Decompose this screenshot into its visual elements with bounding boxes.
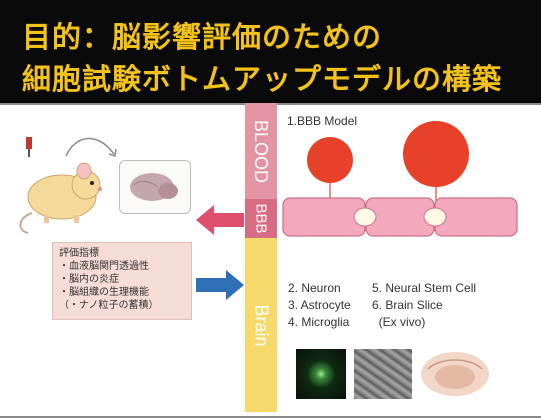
mouse-leg-back: [44, 215, 49, 223]
evaluation-item: ・血液脳関門透過性: [59, 260, 191, 273]
bbb-label: BBB: [252, 203, 269, 233]
astrocyte-micrograph-image: [354, 349, 412, 399]
endothelial-cell-1: [283, 198, 365, 236]
list-item: 6. Brain Slice: [372, 297, 476, 314]
bbb-model-diagram: [278, 110, 541, 250]
bbb-compartment-bar: BBB: [245, 199, 277, 238]
brain-label: Brain: [251, 304, 272, 346]
mouse-leg-front: [74, 215, 79, 223]
arrow-right-icon: [196, 270, 244, 300]
tight-junction-1: [354, 208, 376, 226]
arrow-left-icon: [196, 205, 244, 235]
neuron-micrograph-image: [296, 349, 346, 399]
blood-label: BLOOD: [251, 119, 272, 182]
mouse-eye: [90, 181, 94, 185]
evaluation-criteria-box: 評価指標 ・血液脳関門透過性 ・脳内の炎症 ・脳組織の生理機能 （・ナノ粒子の蓄…: [52, 242, 192, 320]
list-item: (Ex vivo): [372, 314, 476, 331]
title-line-2: 細胞試験ボトムアップモデルの構築: [22, 56, 502, 98]
list-item: 5. Neural Stem Cell: [372, 280, 476, 297]
list-item: 4. Microglia: [288, 314, 351, 331]
syringe-icon: [22, 137, 36, 157]
extracted-brain-frame: [119, 160, 191, 214]
evaluation-title: 評価指標: [59, 247, 191, 260]
mouse-tail: [20, 213, 32, 233]
extracted-brain-image: [120, 161, 190, 213]
blood-sphere-large: [403, 121, 469, 187]
blood-sphere-small: [307, 137, 353, 183]
list-item: 3. Astrocyte: [288, 297, 351, 314]
title-line-1: 目的：脳影響評価のための: [22, 14, 382, 56]
evaluation-item: ・脳組織の生理機能: [59, 286, 191, 299]
tight-junction-2: [424, 208, 446, 226]
list-item: 2. Neuron: [288, 280, 351, 297]
brain-compartment-bar: Brain: [245, 238, 277, 412]
curved-arrow-icon: [62, 132, 122, 166]
brain-slice-image: [418, 349, 492, 399]
cell-model-list-left: 2. Neuron 3. Astrocyte 4. Microglia: [288, 280, 351, 331]
title-bar: 目的：脳影響評価のための 細胞試験ボトムアップモデルの構築: [0, 0, 541, 103]
endothelial-cell-3: [435, 198, 517, 236]
mouse-nose: [98, 187, 102, 191]
evaluation-item: ・脳内の炎症: [59, 273, 191, 286]
blood-compartment-bar: BLOOD: [245, 103, 277, 199]
evaluation-item: （・ナノ粒子の蓄積）: [59, 299, 191, 312]
cell-model-list-right: 5. Neural Stem Cell 6. Brain Slice (Ex v…: [372, 280, 476, 331]
